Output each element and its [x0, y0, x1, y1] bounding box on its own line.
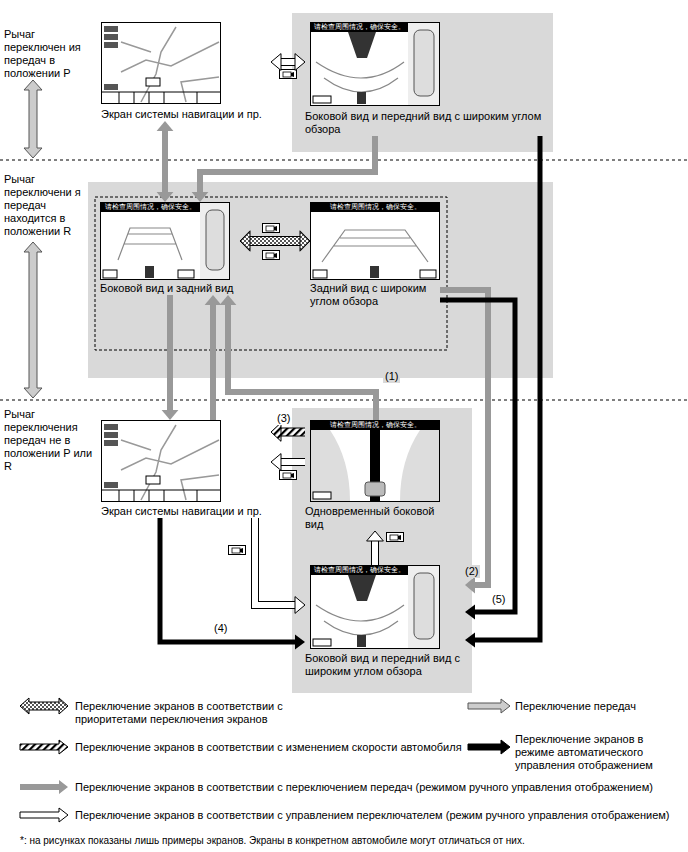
screen-warning-text: 请检查周围情况，确保安全。 — [101, 203, 199, 211]
arrow-head — [465, 605, 475, 620]
gear-position-label: Рычаг переключения передач не в положени… — [4, 408, 96, 473]
connector-outline — [248, 236, 302, 246]
callout-number: (4) — [212, 622, 229, 635]
arrow-head — [271, 454, 281, 471]
screen-node: Боковой вид и передний вид с широким угл… — [305, 22, 545, 136]
footnote: *: на рисунках показаны лишь примеры экр… — [20, 834, 680, 847]
legend-samples — [20, 698, 510, 822]
connector — [271, 454, 305, 471]
callout-number: (1) — [383, 370, 400, 383]
connector-outline — [279, 458, 305, 466]
connector-line — [372, 539, 378, 565]
connector — [192, 136, 375, 202]
connector — [220, 295, 376, 420]
screen-caption: Экран системы навигации и пр. — [101, 108, 271, 121]
gear-position-label: Рычаг переключени я передач находится в … — [4, 173, 96, 238]
callout-number: (5) — [490, 593, 507, 606]
legend-text: Переключение экранов в соответствии с уп… — [75, 809, 680, 822]
screen-warning-text: 请检查周围情况，确保安全。 — [311, 23, 407, 31]
arrow-head — [240, 231, 250, 251]
connector — [367, 531, 384, 565]
screen-node: Экран системы навигации и пр. — [101, 22, 271, 121]
screen-caption: Боковой вид и передний вид с широким угл… — [305, 652, 465, 678]
arrow-head — [162, 410, 179, 420]
screen-warning-text: 请检查周围情况，确保安全。 — [311, 203, 439, 211]
connector — [255, 518, 305, 613]
callout-number: (3) — [275, 412, 292, 425]
connector — [271, 54, 305, 71]
arrow-head — [300, 231, 310, 251]
connector-line — [162, 129, 168, 194]
connector-line — [160, 518, 297, 642]
screen-caption: Боковой вид и передний вид с широким угл… — [305, 110, 545, 136]
connector-outline — [279, 428, 305, 437]
arrow-head — [271, 54, 281, 71]
screen-warning-text: 请检查周围情况，确保安全。 — [311, 566, 407, 574]
screen-node: Боковой вид и задний вид — [100, 202, 240, 295]
connector — [440, 300, 515, 620]
screen-caption: Одновременный боковой вид — [305, 505, 455, 531]
arrow-head — [205, 295, 222, 305]
connector-outline — [255, 518, 297, 605]
connector-line — [279, 459, 305, 465]
arrow-head — [295, 635, 305, 650]
connector-line — [200, 136, 375, 194]
connector — [271, 423, 305, 442]
state-panels — [88, 13, 553, 693]
gear-position-label: Рычаг переключен ия передач в положении … — [4, 28, 96, 80]
connector-line — [167, 295, 173, 412]
legend-text: Переключение экранов в соответствии с пр… — [75, 700, 290, 726]
connector-line — [228, 303, 376, 420]
arrow-head — [465, 577, 475, 594]
connector-line — [440, 290, 488, 585]
screen-caption: Экран системы навигации и пр. — [101, 505, 271, 518]
connector-line — [440, 300, 515, 612]
screen-node: Одновременный боковой вид — [305, 420, 455, 531]
connector — [157, 121, 174, 202]
arrow-head — [295, 597, 305, 614]
connector-line — [255, 518, 297, 605]
screen-warning-text: 请检查周围情况，确保安全。 — [311, 421, 439, 429]
connector — [240, 231, 310, 251]
connector — [205, 295, 222, 420]
arrow-head — [157, 192, 174, 202]
arrow-head — [295, 54, 305, 71]
separator-lines — [0, 160, 688, 400]
screen-caption: Боковой вид и задний вид — [100, 282, 240, 295]
arrow-head — [220, 295, 237, 305]
connector-line — [279, 59, 297, 65]
connector-outline — [279, 58, 297, 66]
connector — [440, 290, 488, 593]
screen-caption: Задний вид с широким углом обзора — [310, 282, 440, 308]
legend-text: Переключение экранов в соответствии с пе… — [75, 781, 680, 794]
arrow-head — [192, 192, 209, 202]
legend-text: Переключение экранов в режиме автоматиче… — [515, 733, 675, 772]
connector-line — [279, 429, 305, 436]
screen-node: Задний вид с широким углом обзора — [310, 202, 440, 308]
arrow-head — [271, 423, 281, 442]
connector-line — [248, 237, 302, 245]
connector-line — [210, 303, 216, 420]
legend-text: Переключение передач — [515, 700, 680, 713]
connector-line — [473, 136, 540, 640]
screen-node: Боковой вид и передний вид с широким угл… — [305, 565, 465, 678]
arrow-head — [157, 121, 174, 131]
connector — [160, 518, 305, 650]
screen-node: Экран системы навигации и пр. — [101, 420, 271, 518]
connector — [162, 295, 179, 420]
arrow-head — [367, 531, 384, 541]
legend-text: Переключение экранов в соответствии с из… — [75, 741, 465, 754]
callout-number: (2) — [463, 565, 480, 578]
arrow-head — [465, 633, 475, 648]
connector-outline — [371, 539, 379, 565]
gear-shift-arrows — [24, 80, 42, 398]
